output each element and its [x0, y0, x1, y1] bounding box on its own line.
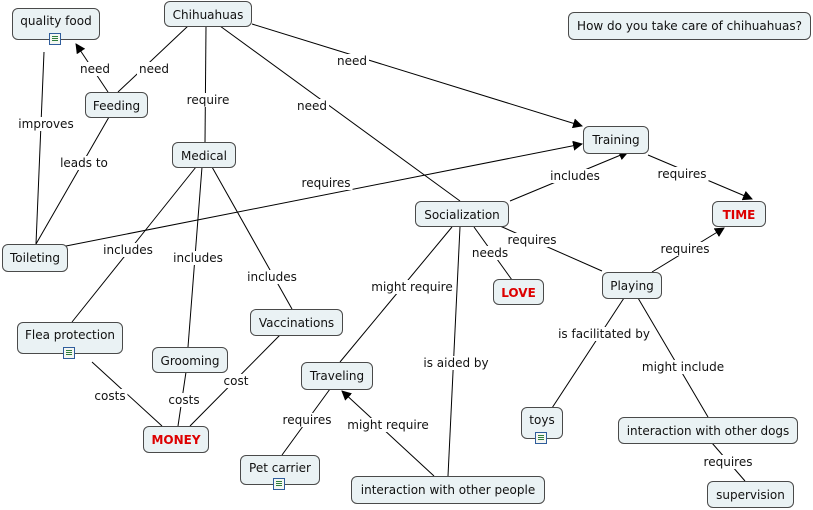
edge-label-might-include: might include	[639, 360, 727, 374]
node-supervision[interactable]: supervision	[707, 481, 794, 508]
document-icon[interactable]	[535, 432, 547, 444]
edge-chihuahuas-medical	[204, 25, 207, 144]
node-pet-carrier[interactable]: Pet carrier	[240, 455, 320, 490]
edge-label-leads-to: leads to	[58, 156, 110, 170]
edge-playing-toys	[551, 297, 625, 409]
edge-label-cost-vaccinations: cost	[221, 374, 251, 388]
edge-label-requires-time-training: requires	[655, 167, 709, 181]
document-icon[interactable]	[273, 478, 285, 490]
node-flea-protection[interactable]: Flea protection	[17, 322, 123, 359]
node-training[interactable]: Training	[583, 126, 649, 154]
node-traveling[interactable]: Traveling	[301, 362, 373, 390]
edge-label-costs-flea: costs	[92, 389, 128, 403]
edge-label-requires-playing: requires	[505, 233, 559, 247]
node-interaction-people[interactable]: interaction with other people	[351, 476, 545, 504]
edge-socialization-people	[447, 226, 461, 477]
edge-toileting-quality-food	[35, 51, 45, 245]
node-grooming[interactable]: Grooming	[152, 347, 228, 373]
edge-label-is-aided-by: is aided by	[421, 356, 491, 370]
edge-chihuahuas-socialization	[219, 25, 461, 202]
edge-label-includes-training: includes	[548, 169, 602, 183]
edge-label-requires-time-playing: requires	[658, 242, 712, 256]
node-medical[interactable]: Medical	[172, 142, 236, 168]
node-quality-food[interactable]: quality food	[12, 8, 100, 45]
focus-question: How do you take care of chihuahuas?	[568, 12, 811, 40]
edge-label-need-feeding: need	[78, 62, 112, 76]
edge-medical-vaccinations	[211, 166, 293, 310]
document-icon[interactable]	[49, 33, 61, 45]
edge-label-requires-supervision: requires	[701, 455, 755, 469]
edge-people-traveling	[341, 390, 435, 477]
edge-label-requires-pet-carrier: requires	[280, 413, 334, 427]
edge-label-need-quality-food: need	[137, 62, 171, 76]
node-toys[interactable]: toys	[521, 407, 563, 444]
node-money[interactable]: MONEY	[143, 426, 209, 453]
node-label: Pet carrier	[249, 461, 311, 475]
edge-label-might-require-traveling: might require	[369, 280, 455, 294]
edge-socialization-traveling	[339, 226, 453, 363]
edge-label-need-training: need	[335, 54, 369, 68]
node-time[interactable]: TIME	[712, 201, 766, 227]
node-interaction-dogs[interactable]: interaction with other dogs	[618, 417, 798, 444]
edge-label-need-socialization: need	[295, 99, 329, 113]
node-feeding[interactable]: Feeding	[85, 92, 148, 118]
node-vaccinations[interactable]: Vaccinations	[250, 309, 343, 336]
edge-label-includes-grooming: includes	[171, 251, 225, 265]
edge-chihuahuas-training	[251, 23, 583, 129]
edge-feeding-toileting	[35, 116, 110, 245]
edge-label-includes-flea: includes	[101, 243, 155, 257]
edge-chihuahuas-feeding	[117, 25, 189, 93]
node-playing[interactable]: Playing	[602, 272, 662, 299]
edge-playing-dogs	[637, 297, 709, 418]
document-icon[interactable]	[63, 347, 75, 359]
edge-label-includes-vaccinations: includes	[245, 270, 299, 284]
edge-label-improves: improves	[16, 117, 76, 131]
edge-label-might-require-people: might require	[345, 418, 431, 432]
edge-label-requires-training: requires	[299, 176, 353, 190]
edge-label-costs-grooming: costs	[166, 393, 202, 407]
node-toileting[interactable]: Toileting	[2, 244, 68, 272]
edge-label-require: require	[184, 93, 232, 107]
edge-label-needs-love: needs	[469, 246, 511, 260]
node-chihuahuas[interactable]: Chihuahuas	[164, 1, 252, 27]
node-label: quality food	[20, 14, 92, 28]
node-label: toys	[529, 413, 555, 427]
edge-label-is-facilitated-by: is facilitated by	[556, 327, 652, 341]
node-love[interactable]: LOVE	[493, 279, 544, 305]
node-socialization[interactable]: Socialization	[415, 201, 509, 227]
edge-toileting-training	[65, 140, 583, 247]
node-label: Flea protection	[24, 328, 116, 342]
